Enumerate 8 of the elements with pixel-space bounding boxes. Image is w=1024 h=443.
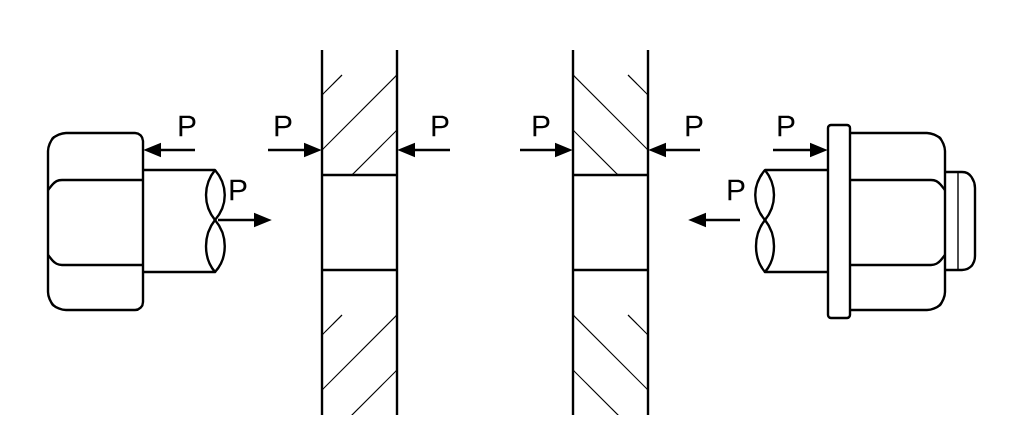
force-label: P bbox=[778, 115, 795, 137]
force-label: P bbox=[275, 115, 292, 137]
force-label: P bbox=[533, 115, 550, 137]
force-label: P bbox=[686, 115, 703, 137]
force-label: P bbox=[432, 115, 449, 137]
force-label: P bbox=[230, 179, 247, 201]
force-label: P bbox=[728, 179, 745, 201]
force-label: P bbox=[179, 115, 196, 137]
